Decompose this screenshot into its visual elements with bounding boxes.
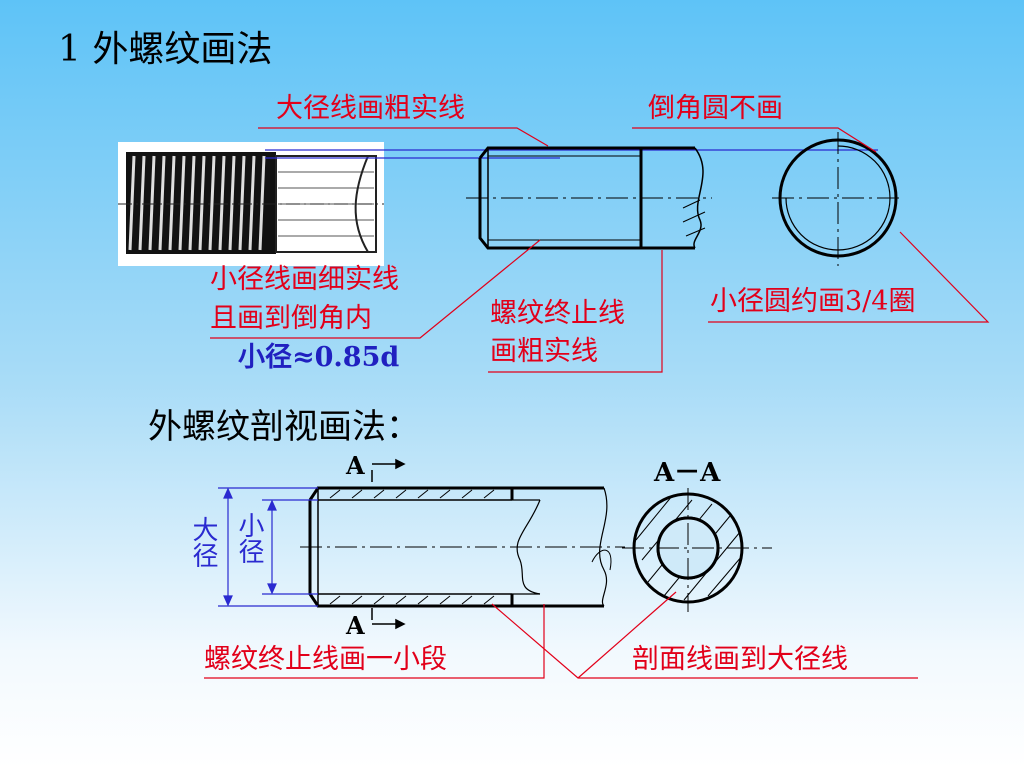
slide-title: 1 外螺纹画法 — [58, 29, 273, 70]
label-minor-line-2: 且画到倒角内 — [210, 303, 372, 334]
dim-label-major: 大径 — [188, 516, 218, 568]
dim-label-minor: 小径 — [234, 512, 264, 564]
label-stop-line-1: 螺纹终止线 — [490, 298, 625, 329]
label-stop-short: 螺纹终止线画一小段 — [204, 644, 447, 675]
label-minor-formula: 小径≈0.85d — [238, 342, 400, 373]
section-arrows — [371, 458, 406, 630]
end-view-circles — [772, 132, 904, 266]
bolt-photo — [118, 142, 384, 266]
label-minor-line-1: 小径线画细实线 — [210, 264, 399, 295]
bolt-photo-illustration — [118, 152, 384, 254]
section-mark-a-top: A — [346, 451, 365, 480]
label-major-line: 大径线画粗实线 — [276, 93, 465, 124]
section-mark-a-bottom: A — [346, 611, 365, 640]
lower-leaders — [204, 591, 918, 679]
upper-leaders — [210, 127, 990, 373]
section-hatching — [329, 489, 495, 605]
section-title-a-a: A－A — [654, 458, 721, 488]
section-a-a-circle — [622, 488, 772, 612]
section-subtitle: 外螺纹剖视画法： — [148, 407, 420, 447]
section-view — [300, 486, 625, 608]
label-no-chamfer-circle: 倒角圆不画 — [648, 93, 783, 124]
external-thread-view — [466, 146, 712, 250]
label-stop-line-2: 画粗实线 — [490, 336, 598, 367]
dimension-lines — [218, 487, 318, 607]
label-hatch-to-major: 剖面线画到大径线 — [632, 644, 848, 675]
label-minor-circle: 小径圆约画3/4圈 — [710, 286, 916, 317]
